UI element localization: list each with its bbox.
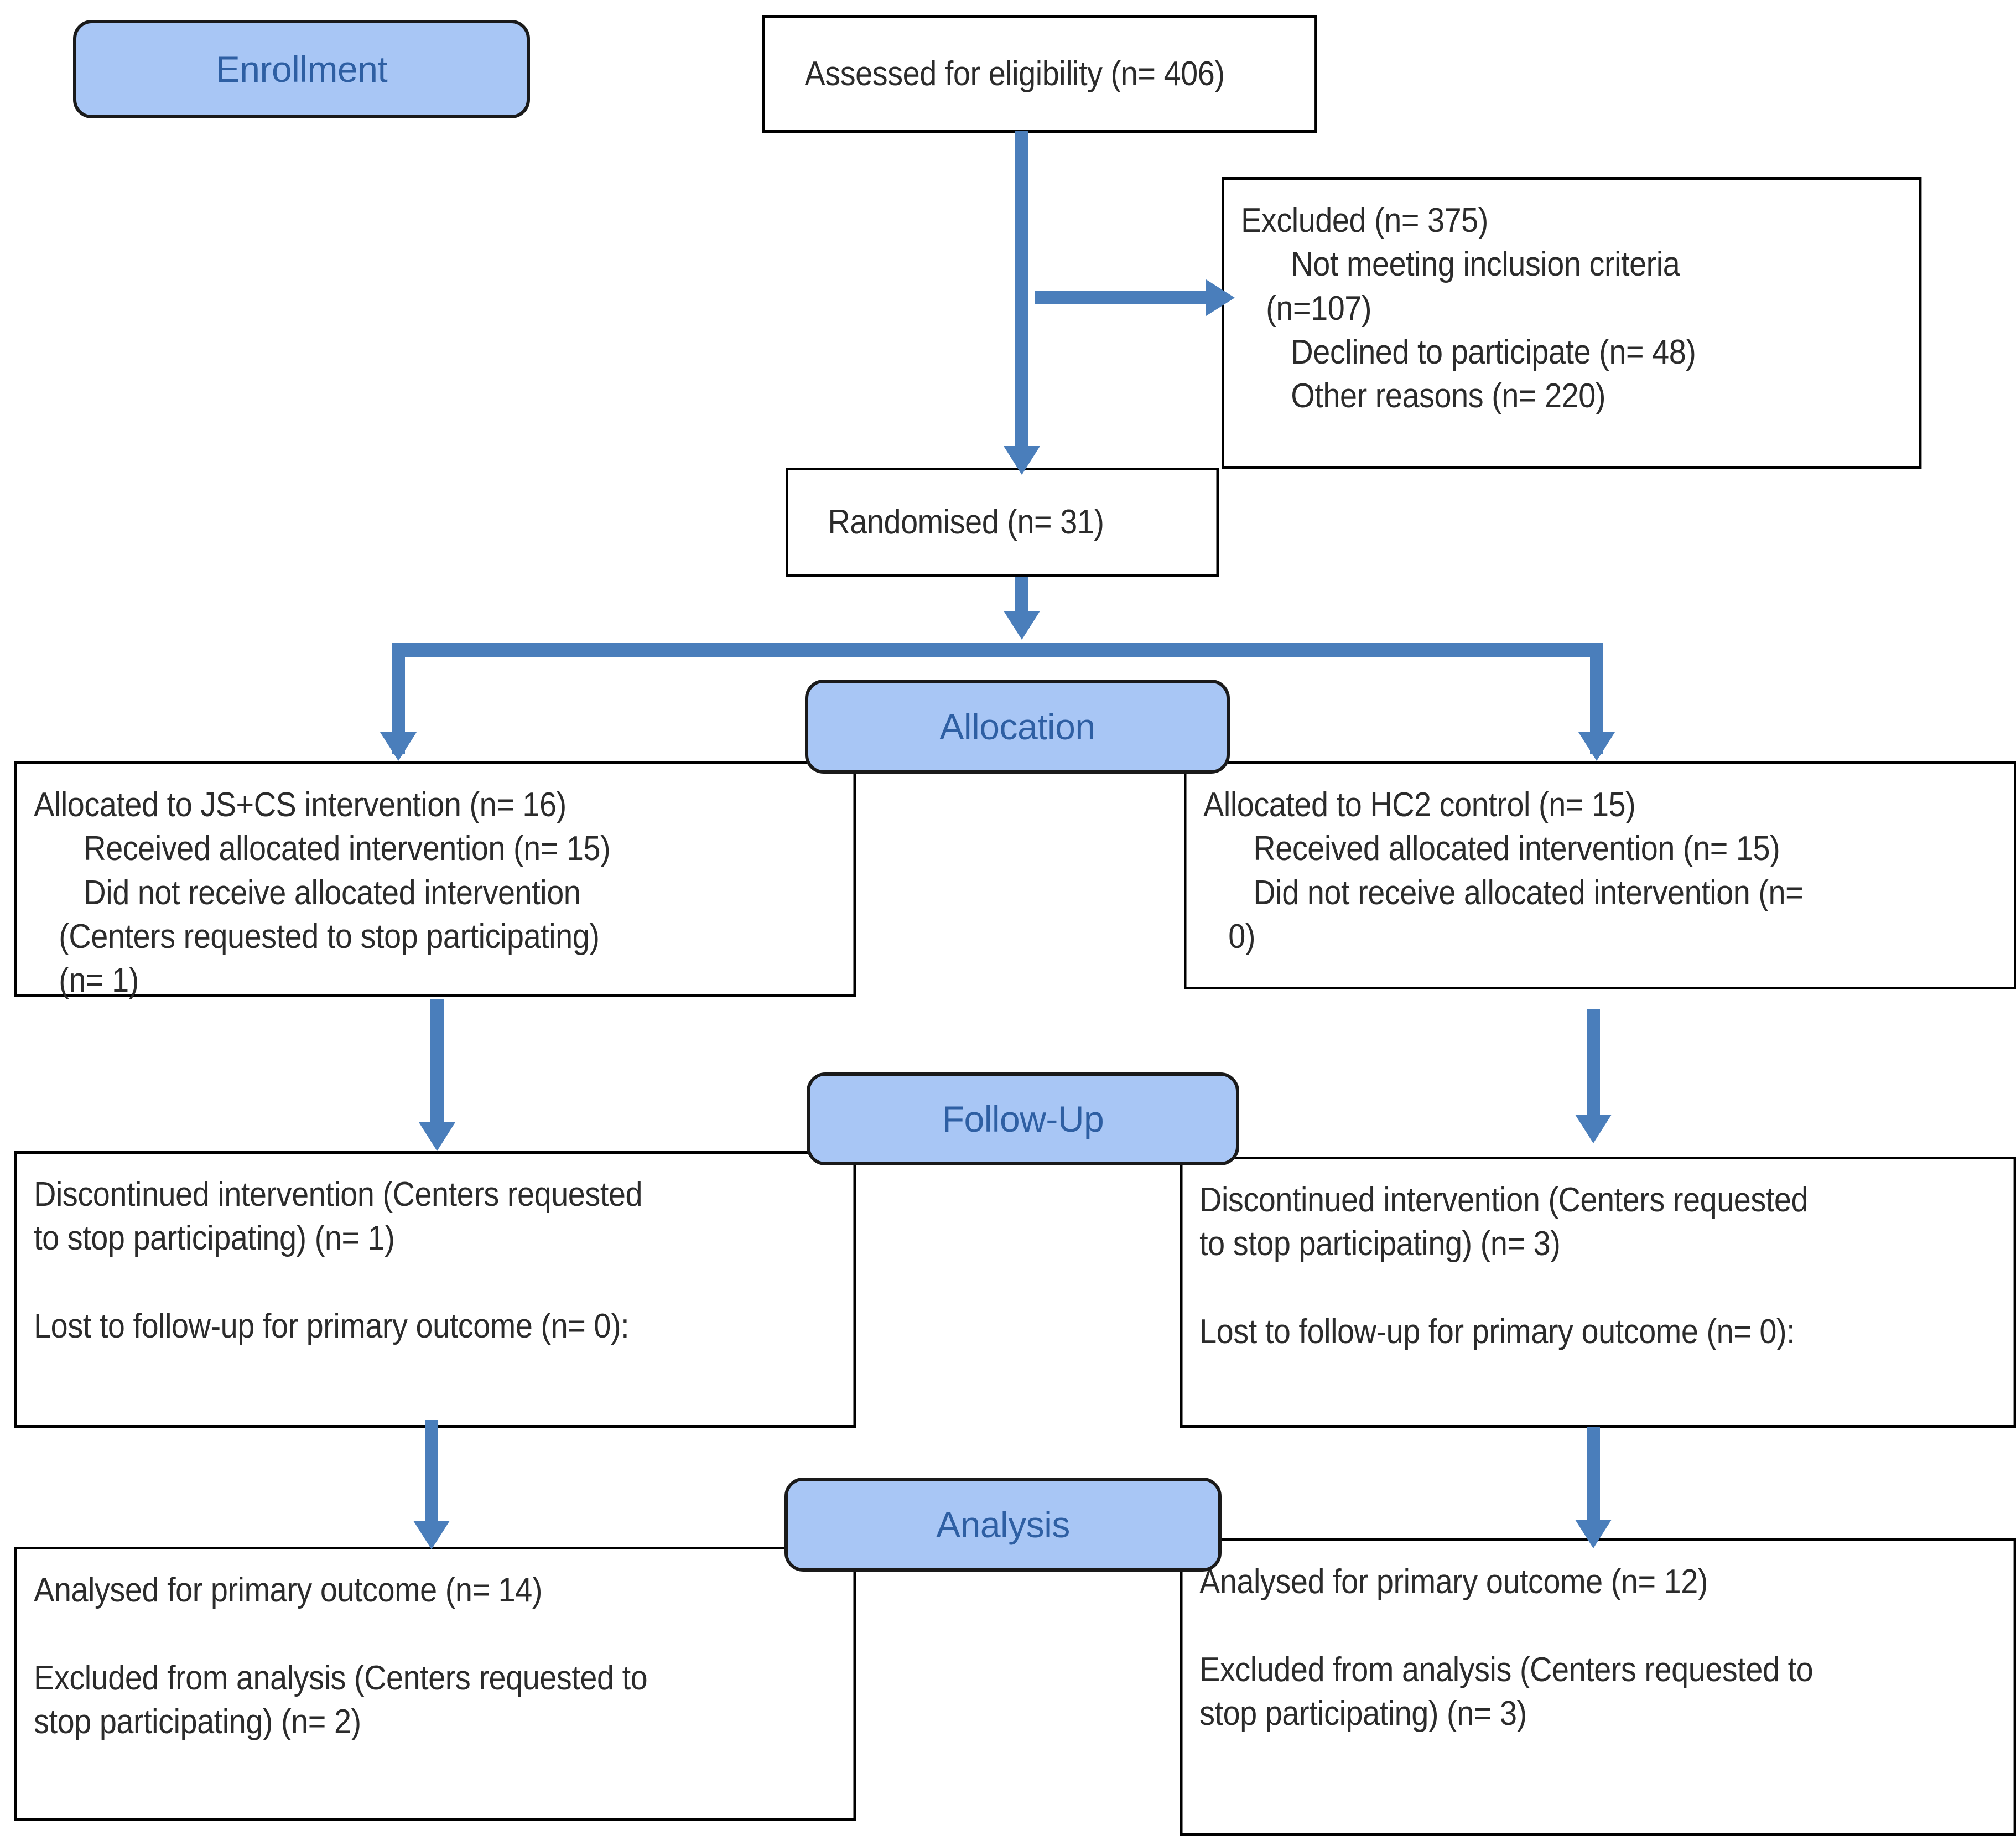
stage-pill-enrollment-label: Enrollment [215,49,388,90]
node-allocated-left: Allocated to JS+CS intervention (n= 16) … [14,761,856,999]
node-followup-left: Discontinued intervention (Centers reque… [14,1151,856,1428]
connector-alloc-right-to-follow-right [1587,1009,1600,1119]
node-excluded-text: Excluded (n= 375) Not meeting inclusion … [1241,201,1696,416]
node-allocated-right-text: Allocated to HC2 control (n= 15) Receive… [1203,786,1804,956]
stage-pill-allocation-label: Allocation [939,706,1095,747]
stage-pill-analysis: Analysis [784,1478,1222,1572]
arrowhead-assessed-to-randomised [1004,446,1040,475]
arrowhead-alloc-right-to-follow-right [1575,1115,1612,1143]
arrowhead-randomised-to-split [1004,611,1040,640]
node-analysis-right: Analysed for primary outcome (n= 12) Exc… [1180,1538,2016,1836]
connector-allocation-split-bar [392,643,1603,657]
arrowhead-follow-right-to-analysis-right [1575,1520,1612,1548]
node-followup-right-text: Discontinued intervention (Centers reque… [1199,1181,1809,1351]
connector-randomised-to-split [1015,577,1028,616]
node-randomised: Randomised (n= 31) [786,468,1219,577]
stage-pill-analysis-label: Analysis [936,1504,1070,1545]
connector-alloc-left-to-follow-left [430,999,444,1126]
node-allocated-left-text: Allocated to JS+CS intervention (n= 16) … [34,786,611,1000]
arrowhead-trunk-to-excluded [1206,279,1235,316]
stage-pill-allocation: Allocation [805,680,1230,774]
node-followup-left-text: Discontinued intervention (Centers reque… [34,1175,643,1346]
node-assessed-for-eligibility: Assessed for eligibility (n= 406) [762,15,1317,133]
stage-pill-followup-label: Follow-Up [942,1098,1104,1139]
node-followup-right: Discontinued intervention (Centers reque… [1180,1157,2016,1428]
connector-trunk-to-excluded [1035,291,1213,304]
node-randomised-text: Randomised (n= 31) [828,503,1104,542]
arrowhead-follow-left-to-analysis-left [413,1521,450,1549]
node-allocated-right: Allocated to HC2 control (n= 15) Receive… [1184,761,2016,989]
connector-assessed-to-randomised [1015,131,1028,452]
connector-follow-left-to-analysis-left [425,1420,438,1536]
stage-pill-followup: Follow-Up [807,1072,1239,1165]
arrowhead-split-to-alloc-left [380,732,417,761]
arrowhead-split-to-alloc-right [1578,732,1615,761]
stage-pill-enrollment: Enrollment [73,20,530,118]
node-assessed-for-eligibility-text: Assessed for eligibility (n= 406) [804,55,1225,94]
node-analysis-right-text: Analysed for primary outcome (n= 12) Exc… [1199,1563,1814,1733]
node-excluded: Excluded (n= 375) Not meeting inclusion … [1222,177,1922,469]
node-analysis-left: Analysed for primary outcome (n= 14) Exc… [14,1547,856,1821]
arrowhead-alloc-left-to-follow-left [419,1122,455,1151]
node-analysis-left-text: Analysed for primary outcome (n= 14) Exc… [34,1571,648,1741]
connector-follow-right-to-analysis-right [1587,1427,1600,1537]
